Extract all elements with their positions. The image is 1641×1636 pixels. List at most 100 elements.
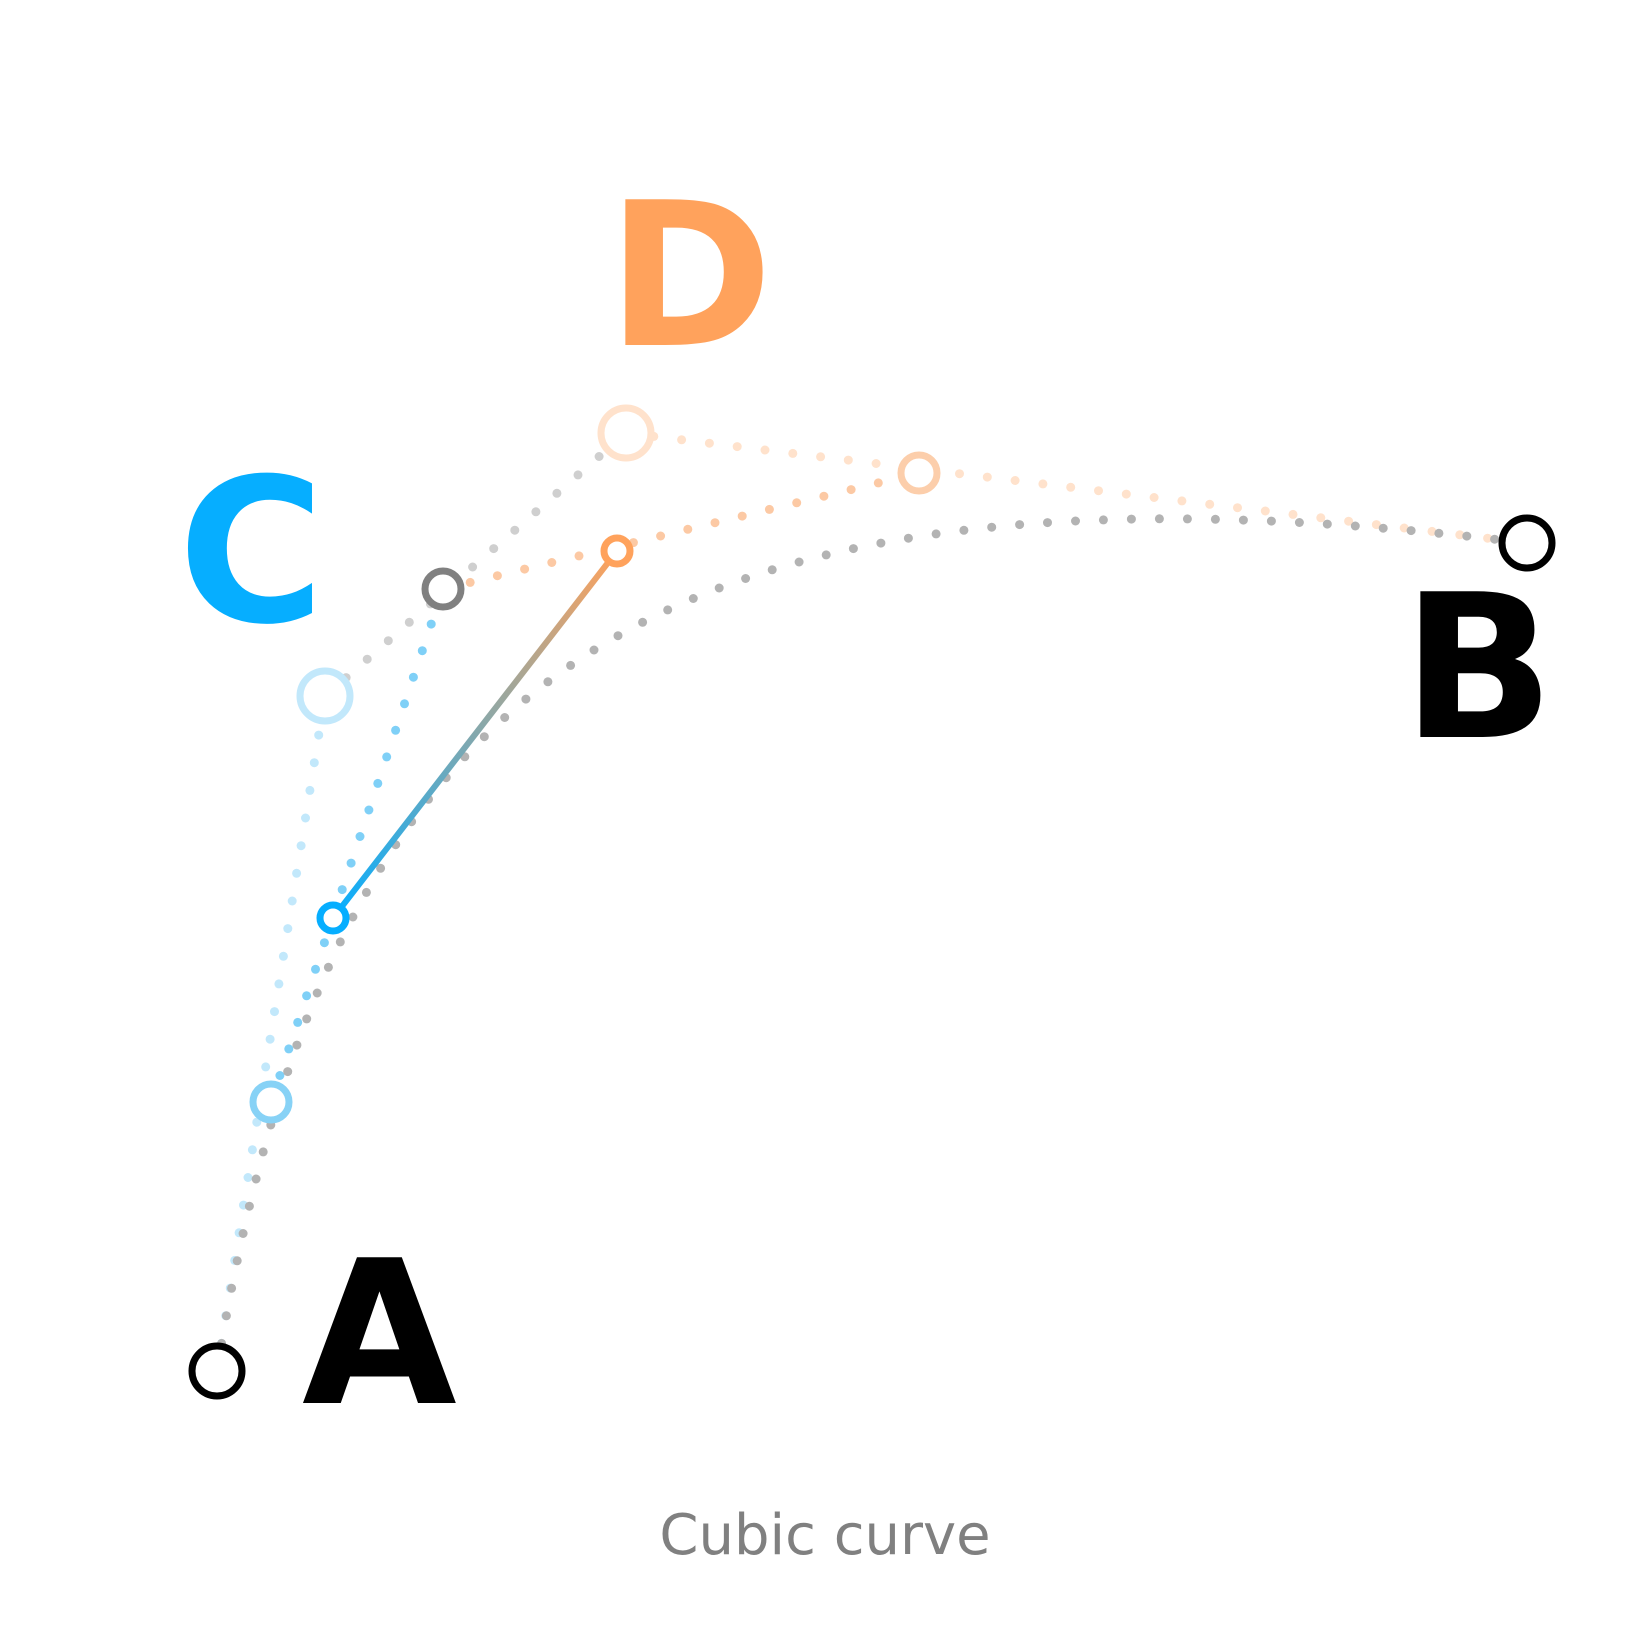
- construction-dot: [1483, 533, 1493, 543]
- construction-dot: [383, 636, 393, 646]
- construction-dot: [1126, 514, 1136, 524]
- construction-dot: [364, 805, 374, 815]
- point-c-marker: [296, 667, 354, 725]
- construction-dot: [468, 562, 478, 572]
- construction-dot: [982, 472, 992, 482]
- construction-dot: [302, 991, 312, 1001]
- construction-dot: [1455, 530, 1465, 540]
- construction-dot: [362, 654, 372, 664]
- construction-dot: [1260, 506, 1270, 516]
- construction-dot: [1350, 521, 1360, 531]
- construction-dot: [221, 1311, 231, 1321]
- construction-dot: [547, 558, 557, 567]
- construction-dot: [821, 550, 831, 560]
- construction-dot: [1233, 503, 1242, 513]
- construction-dot: [521, 694, 531, 704]
- segment-end-marker: [600, 534, 634, 568]
- construction-dot: [1288, 509, 1298, 519]
- construction-dot: [638, 617, 648, 627]
- construction-dot: [794, 557, 804, 567]
- construction-dot: [1266, 516, 1276, 526]
- construction-dot: [1038, 479, 1048, 489]
- construction-dot: [500, 713, 510, 722]
- construction-dot: [741, 574, 751, 583]
- construction-dot: [261, 1062, 271, 1072]
- construction-dot: [1371, 520, 1381, 530]
- construction-dot: [314, 730, 324, 740]
- construction-dot: [574, 551, 584, 561]
- construction-dot: [1294, 518, 1304, 527]
- construction-dot: [404, 617, 414, 627]
- construction-dot: [337, 885, 347, 895]
- construction-dot: [1427, 526, 1437, 536]
- construction-dot: [319, 938, 329, 948]
- construction-dot: [361, 887, 371, 897]
- construction-dot: [589, 645, 599, 655]
- construction-dot: [876, 538, 886, 548]
- construction-dot: [1182, 514, 1192, 524]
- construction-dot: [520, 564, 530, 574]
- construction-dot: [788, 448, 798, 458]
- construction-dot: [252, 1117, 262, 1127]
- construction-dot: [278, 951, 288, 961]
- construction-dot: [1210, 514, 1220, 524]
- construction-dot: [594, 452, 604, 461]
- construction-dot: [408, 672, 418, 682]
- construction-dot: [1490, 534, 1500, 544]
- construction-dot: [1378, 523, 1388, 533]
- construction-dot: [955, 469, 964, 479]
- construction-dot: [1434, 528, 1444, 538]
- construction-dot: [677, 435, 687, 445]
- construction-dot: [283, 924, 293, 934]
- construction-dot: [846, 485, 856, 495]
- construction-dot: [312, 988, 322, 998]
- construction-dot: [346, 858, 356, 868]
- construction-dot: [302, 1014, 312, 1024]
- construction-dot: [1238, 515, 1248, 525]
- construction-dot: [871, 459, 881, 468]
- construction-dot: [1316, 513, 1326, 523]
- construction-dot: [309, 758, 319, 768]
- diagram-caption: Cubic curve: [659, 1503, 990, 1568]
- label-d: D: [607, 160, 773, 393]
- construction-dot: [710, 518, 720, 528]
- construction-dot: [1149, 493, 1159, 502]
- construction-dot: [400, 699, 409, 709]
- construction-dot: [543, 677, 553, 687]
- construction-dot: [663, 605, 673, 615]
- construction-dot: [492, 571, 502, 581]
- construction-dot: [531, 507, 541, 517]
- construction-dot: [764, 504, 774, 514]
- construction-dot: [479, 732, 489, 742]
- construction-dot: [323, 962, 333, 972]
- construction-dot: [247, 1145, 257, 1155]
- point-a-marker: [188, 1342, 246, 1400]
- construction-dot: [510, 525, 520, 535]
- construction-dot: [873, 478, 883, 488]
- point-d-marker: [597, 404, 655, 462]
- construction-dot: [819, 491, 829, 501]
- construction-dot: [238, 1229, 248, 1238]
- construction-dot: [287, 896, 297, 906]
- construction-dot: [292, 1040, 302, 1050]
- construction-dot: [391, 725, 401, 735]
- construction-dot: [305, 785, 315, 795]
- construction-dot: [760, 445, 770, 455]
- label-b: B: [1402, 552, 1554, 785]
- construction-dot: [465, 577, 475, 587]
- construction-dot: [1322, 519, 1332, 529]
- construction-dot: [244, 1201, 254, 1211]
- construction-dot: [566, 660, 576, 670]
- construction-dot: [265, 1034, 275, 1044]
- label-a: A: [302, 1218, 457, 1451]
- construction-dot: [426, 619, 436, 629]
- construction-dot: [1071, 516, 1080, 526]
- construction-dot: [292, 868, 302, 878]
- construction-dot: [417, 646, 427, 656]
- construction-dot: [714, 583, 724, 593]
- point-b-marker: [1498, 514, 1556, 572]
- construction-dot: [258, 1147, 268, 1157]
- construction-dot: [1177, 496, 1187, 506]
- construction-dot: [683, 524, 693, 534]
- construction-dot: [382, 752, 392, 762]
